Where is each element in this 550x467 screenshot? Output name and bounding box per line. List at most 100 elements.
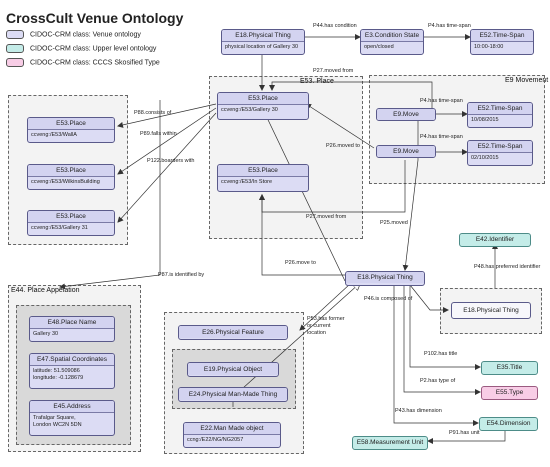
node-e26-physical-feature[interactable]: E26.Physical Feature — [178, 325, 288, 340]
edge-p26-top — [305, 103, 375, 149]
node-time-span-2[interactable]: E52.Time-Span 02/10/2015 — [467, 140, 533, 166]
node-value: 10:00-18:00 — [471, 41, 533, 53]
node-e54-dimension[interactable]: E54.Dimension — [479, 417, 538, 431]
node-e18-physical-thing-top[interactable]: E18.Physical Thing physical location of … — [221, 29, 305, 55]
diagram-title: CrossCult Venue Ontology — [6, 10, 184, 26]
node-value: open/closed — [361, 41, 423, 53]
node-place-gallery30[interactable]: E53.Place ccveng:/E53/Gallery 30 — [217, 92, 309, 120]
node-name: E58.Measurement Unit — [356, 439, 424, 446]
node-e19-physical-object[interactable]: E19.Physical Object — [187, 362, 279, 377]
edge-p25 — [402, 115, 419, 271]
node-name: E53.Place — [218, 93, 308, 104]
label-p43: P43.has dimension — [395, 408, 442, 414]
node-value: ccveng:/E53/WallA — [28, 129, 114, 141]
edge-p53 — [299, 283, 351, 331]
node-value: ccveng:/E53/Gallery 31 — [28, 222, 114, 234]
node-name: E54.Dimension — [486, 420, 531, 427]
node-e52-time-span-top[interactable]: E52.Time-Span 10:00-18:00 — [470, 29, 534, 55]
node-value: latitude: 51.509086 longitude: -0.128679 — [30, 365, 114, 384]
label-p53: P53.has former or current location — [307, 316, 345, 336]
node-place-instore[interactable]: E53.Place ccveng:/E53/In Store — [217, 164, 309, 192]
node-name: E53.Place — [28, 211, 114, 222]
node-name: E9.Move — [377, 109, 435, 120]
edge-p46 — [409, 284, 449, 313]
node-name: E53.Place — [28, 118, 114, 129]
node-value: 02/10/2015 — [468, 152, 532, 164]
edge-p88 — [117, 103, 217, 128]
node-name: E18.Physical Thing — [222, 30, 304, 41]
node-time-span-1[interactable]: E52.Time-Span 10/08/2015 — [467, 102, 533, 128]
legend-item-skos: CIDOC-CRM class: CCCS Skosified Type — [6, 58, 206, 67]
label-p2: P2.has type of — [420, 378, 456, 384]
node-name: E52.Time-Span — [468, 103, 532, 114]
node-e9-move-1[interactable]: E9.Move — [376, 108, 436, 121]
node-name: E52.Time-Span — [468, 141, 532, 152]
node-name: E52.Time-Span — [471, 30, 533, 41]
node-name: E19.Physical Object — [188, 363, 278, 375]
node-value: physical location of Gallery 30 — [222, 41, 304, 53]
node-name: E42.Identifier — [475, 236, 515, 243]
node-name: E35.Title — [496, 364, 523, 371]
node-name: E48.Place Name — [30, 317, 114, 328]
edge-p2 — [403, 285, 481, 395]
node-e35-title[interactable]: E35.Title — [481, 361, 538, 375]
legend-label: CIDOC-CRM class: Upper level ontology — [30, 45, 157, 53]
node-name: E55.Type — [495, 389, 524, 396]
label-p25: P25.moved — [380, 220, 408, 226]
label-p46: P46.is composed of — [364, 296, 413, 302]
label-p4-top: P4.has time-span — [428, 23, 471, 29]
node-e55-type[interactable]: E55.Type — [481, 386, 538, 400]
e44-group-label: E44. Place Appelation — [11, 287, 80, 294]
node-value: ccveng:/E53/In Store — [218, 176, 308, 188]
node-name: E26.Physical Feature — [179, 326, 287, 338]
node-e3-condition-state[interactable]: E3.Condition State open/closed — [360, 29, 424, 55]
node-e24-physical-man-made-thing[interactable]: E24.Physical Man-Made Thing — [178, 387, 288, 402]
label-p26-move-to: P26.move to — [285, 260, 316, 266]
node-name: E24.Physical Man-Made Thing — [179, 388, 287, 400]
node-e58-measurement-unit[interactable]: E58.Measurement Unit — [352, 436, 428, 450]
node-e45-address[interactable]: E45.Address Trafalgar Square, London WC2… — [29, 400, 115, 436]
node-name: E18.Physical Thing — [463, 307, 519, 314]
skos-swatch — [6, 58, 24, 67]
edge-p122 — [117, 112, 217, 223]
edge-e18-place-link — [259, 102, 346, 282]
e9-movement-group-label: E9 Movement — [505, 77, 549, 84]
node-name: E45.Address — [30, 401, 114, 412]
node-name: E18.Physical Thing — [346, 272, 424, 283]
legend-item-venue: CIDOC-CRM class: Venue ontology — [6, 30, 206, 39]
label-p44: P44.has condition — [313, 23, 357, 29]
node-name: E22.Man Made object — [184, 423, 280, 434]
node-e42-identifier[interactable]: E42.Identifier — [459, 233, 531, 247]
e53-place-group-label: E53. Place — [300, 78, 334, 85]
label-p88: P88.consists of — [134, 110, 172, 116]
node-e9-move-2[interactable]: E9.Move — [376, 145, 436, 158]
node-name: E53.Place — [28, 165, 114, 176]
node-place-gallery31[interactable]: E53.Place ccveng:/E53/Gallery 31 — [27, 210, 115, 236]
node-place-wilkins[interactable]: E53.Place ccveng:/E53/WilkinsBuilding — [27, 164, 115, 190]
label-p91: P91.has unit — [449, 430, 480, 436]
edge-p91 — [427, 431, 506, 444]
node-e22-man-made-object[interactable]: E22.Man Made object ccng:/E22/NG/NG2057 — [183, 422, 281, 448]
node-e48-place-name[interactable]: E48.Place Name Gallery 30 — [29, 316, 115, 342]
node-e18-physical-thing-right[interactable]: E18.Physical Thing — [451, 302, 531, 319]
node-e18-physical-thing-mid[interactable]: E18.Physical Thing — [345, 271, 425, 286]
node-place-walla[interactable]: E53.Place ccveng:/E53/WallA — [27, 117, 115, 143]
edge-p89 — [117, 107, 217, 175]
node-e47-spatial-coordinates[interactable]: E47.Spatial Coordinates latitude: 51.509… — [29, 353, 115, 389]
label-p102: P102.has title — [424, 351, 458, 357]
node-name: E53.Place — [218, 165, 308, 176]
edge-p87 — [59, 100, 161, 290]
node-value: ccveng:/E53/Gallery 30 — [218, 104, 308, 116]
node-name: E47.Spatial Coordinates — [30, 354, 114, 365]
label-p4-move2: P4.has time-span — [420, 134, 463, 140]
edge-p26-move-to — [259, 194, 348, 276]
node-name: E9.Move — [377, 146, 435, 157]
venue-swatch — [6, 30, 24, 39]
node-value: Gallery 30 — [30, 328, 114, 340]
legend-label: CIDOC-CRM class: CCCS Skosified Type — [30, 59, 160, 67]
node-value: Trafalgar Square, London WC2N 5DN — [30, 412, 114, 431]
node-value: ccveng:/E53/WilkinsBuilding — [28, 176, 114, 188]
node-name: E3.Condition State — [361, 30, 423, 41]
